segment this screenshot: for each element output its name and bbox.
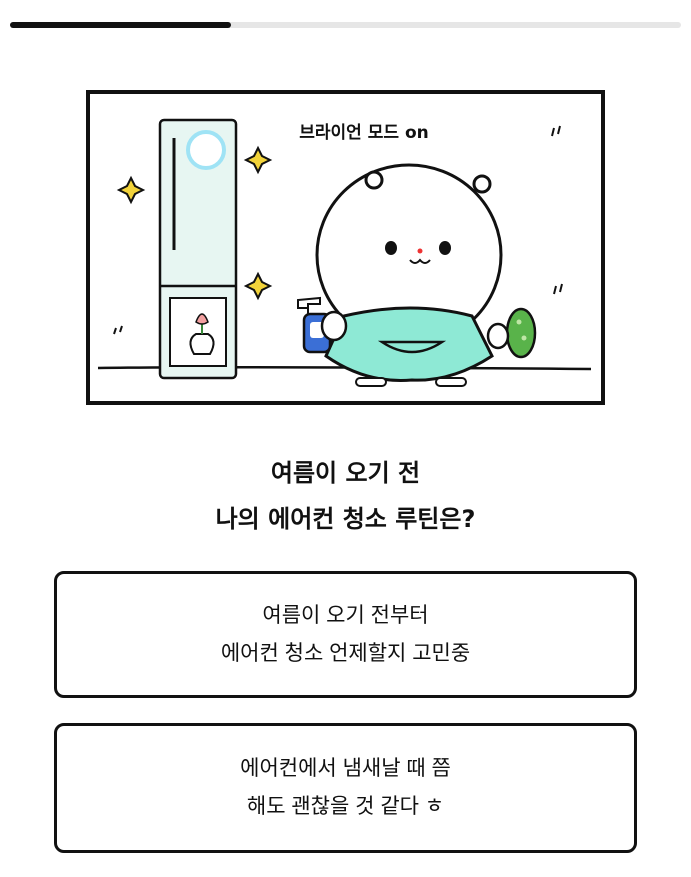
- answer-option-1[interactable]: 여름이 오기 전부터 에어컨 청소 언제할지 고민중: [54, 571, 637, 698]
- question-line: 여름이 오기 전: [270, 459, 421, 487]
- question-line: 나의 에어컨 청소 루틴은?: [215, 505, 476, 533]
- answer-option-2[interactable]: 에어컨에서 냄새날 때 쯤 해도 괜찮을 것 같다 ㅎ: [54, 723, 637, 853]
- cleaning-illustration: 브라이언 모드 on: [86, 90, 605, 405]
- bear-character: [315, 163, 503, 387]
- air-purifier-icon: [158, 118, 238, 380]
- question-title: 여름이 오기 전 나의 에어컨 청소 루틴은?: [0, 450, 691, 542]
- option-text: 에어컨에서 냄새날 때 쯤: [240, 757, 451, 780]
- progress-bar-fill: [10, 22, 232, 28]
- option-text: 에어컨 청소 언제할지 고민중: [220, 641, 471, 665]
- spray-bottle-icon: [297, 296, 348, 354]
- progress-bar: [10, 22, 681, 28]
- sparkle-icon: [116, 145, 273, 301]
- option-text: 해도 괜찮을 것 같다 ㅎ: [246, 795, 445, 818]
- option-text: 여름이 오기 전부터: [262, 603, 429, 627]
- sponge-icon: [486, 307, 537, 359]
- illustration-caption: 브라이언 모드 on: [299, 123, 428, 143]
